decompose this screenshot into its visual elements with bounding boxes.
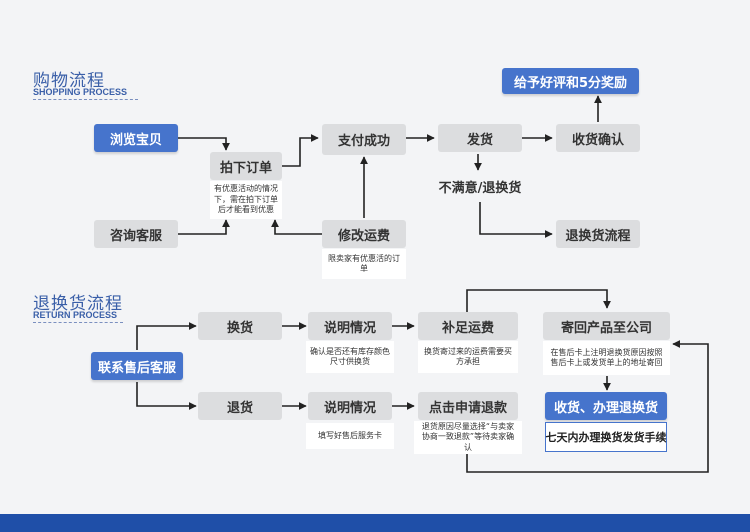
connector-contact-to-exchange bbox=[136, 322, 197, 350]
modify-shipping-note: 限卖家有优惠活的订单 bbox=[322, 249, 406, 279]
place-order-note: 有优惠活动的情况下，需在拍下订单后才能看到优惠 bbox=[210, 181, 282, 219]
shopping-section-subtitle: SHOPPING PROCESS bbox=[33, 87, 128, 97]
shopping-section-divider bbox=[33, 99, 138, 100]
node-confirm-receipt: 收货确认 bbox=[556, 124, 640, 152]
node-consult-service: 咨询客服 bbox=[94, 220, 178, 248]
explain-refund-note: 填写好售后服务卡 bbox=[306, 423, 394, 449]
node-modify-shipping: 修改运费 bbox=[322, 220, 406, 248]
connector-topup-to-sendback bbox=[466, 289, 611, 312]
returns-section-divider bbox=[33, 322, 123, 323]
node-top-up-shipping: 补足运费 bbox=[418, 312, 518, 340]
connector-consult-to-order bbox=[178, 219, 230, 235]
node-exchange: 换货 bbox=[198, 312, 282, 340]
node-send-back-product: 寄回产品至公司 bbox=[543, 312, 670, 340]
top-up-note: 换货寄过来的运费需要买方承担 bbox=[418, 341, 518, 373]
connector-unsatisfied-to-returnflow bbox=[479, 202, 553, 238]
node-return-flow: 退换货流程 bbox=[556, 220, 640, 248]
connector-order-to-pay bbox=[282, 134, 319, 167]
node-apply-refund: 点击申请退款 bbox=[418, 392, 518, 420]
node-explain-refund: 说明情况 bbox=[308, 392, 392, 420]
node-browse-items: 浏览宝贝 bbox=[94, 124, 178, 152]
apply-refund-note: 退货原因尽量选择“与卖家协商一致退款”等待卖家确认 bbox=[414, 421, 522, 454]
node-ship: 发货 bbox=[438, 124, 522, 152]
connector-apply-loop-to-sendback bbox=[466, 340, 709, 473]
node-give-review-reward: 给予好评和5分奖励 bbox=[502, 68, 639, 94]
node-payment-success: 支付成功 bbox=[322, 124, 406, 155]
node-place-order: 拍下订单 bbox=[210, 152, 282, 180]
returns-section-subtitle: RETURN PROCESS bbox=[33, 310, 118, 320]
send-back-note: 在售后卡上注明退换货原因按照售后卡上或发货单上的地址寄回 bbox=[543, 341, 670, 375]
node-explain-exchange: 说明情况 bbox=[308, 312, 392, 340]
shopping-section-title: 购物流程 bbox=[33, 71, 105, 91]
node-unsatisfied-return: 不满意/退换货 bbox=[438, 180, 522, 196]
node-seven-days-exchange: 七天内办理换货发货手续 bbox=[545, 422, 667, 452]
returns-section-title: 退换货流程 bbox=[33, 294, 123, 314]
explain-exchange-note: 确认是否还有库存颜色尺寸供换货 bbox=[306, 341, 394, 373]
footer-bar bbox=[0, 514, 750, 532]
connector-browse-to-order bbox=[178, 137, 230, 151]
connector-contact-to-refund bbox=[136, 382, 197, 410]
node-refund: 退货 bbox=[198, 392, 282, 420]
node-receive-process-return: 收货、办理退换货 bbox=[545, 392, 667, 420]
node-contact-after-sales: 联系售后客服 bbox=[91, 352, 183, 380]
connector-modify-to-order bbox=[271, 219, 322, 235]
